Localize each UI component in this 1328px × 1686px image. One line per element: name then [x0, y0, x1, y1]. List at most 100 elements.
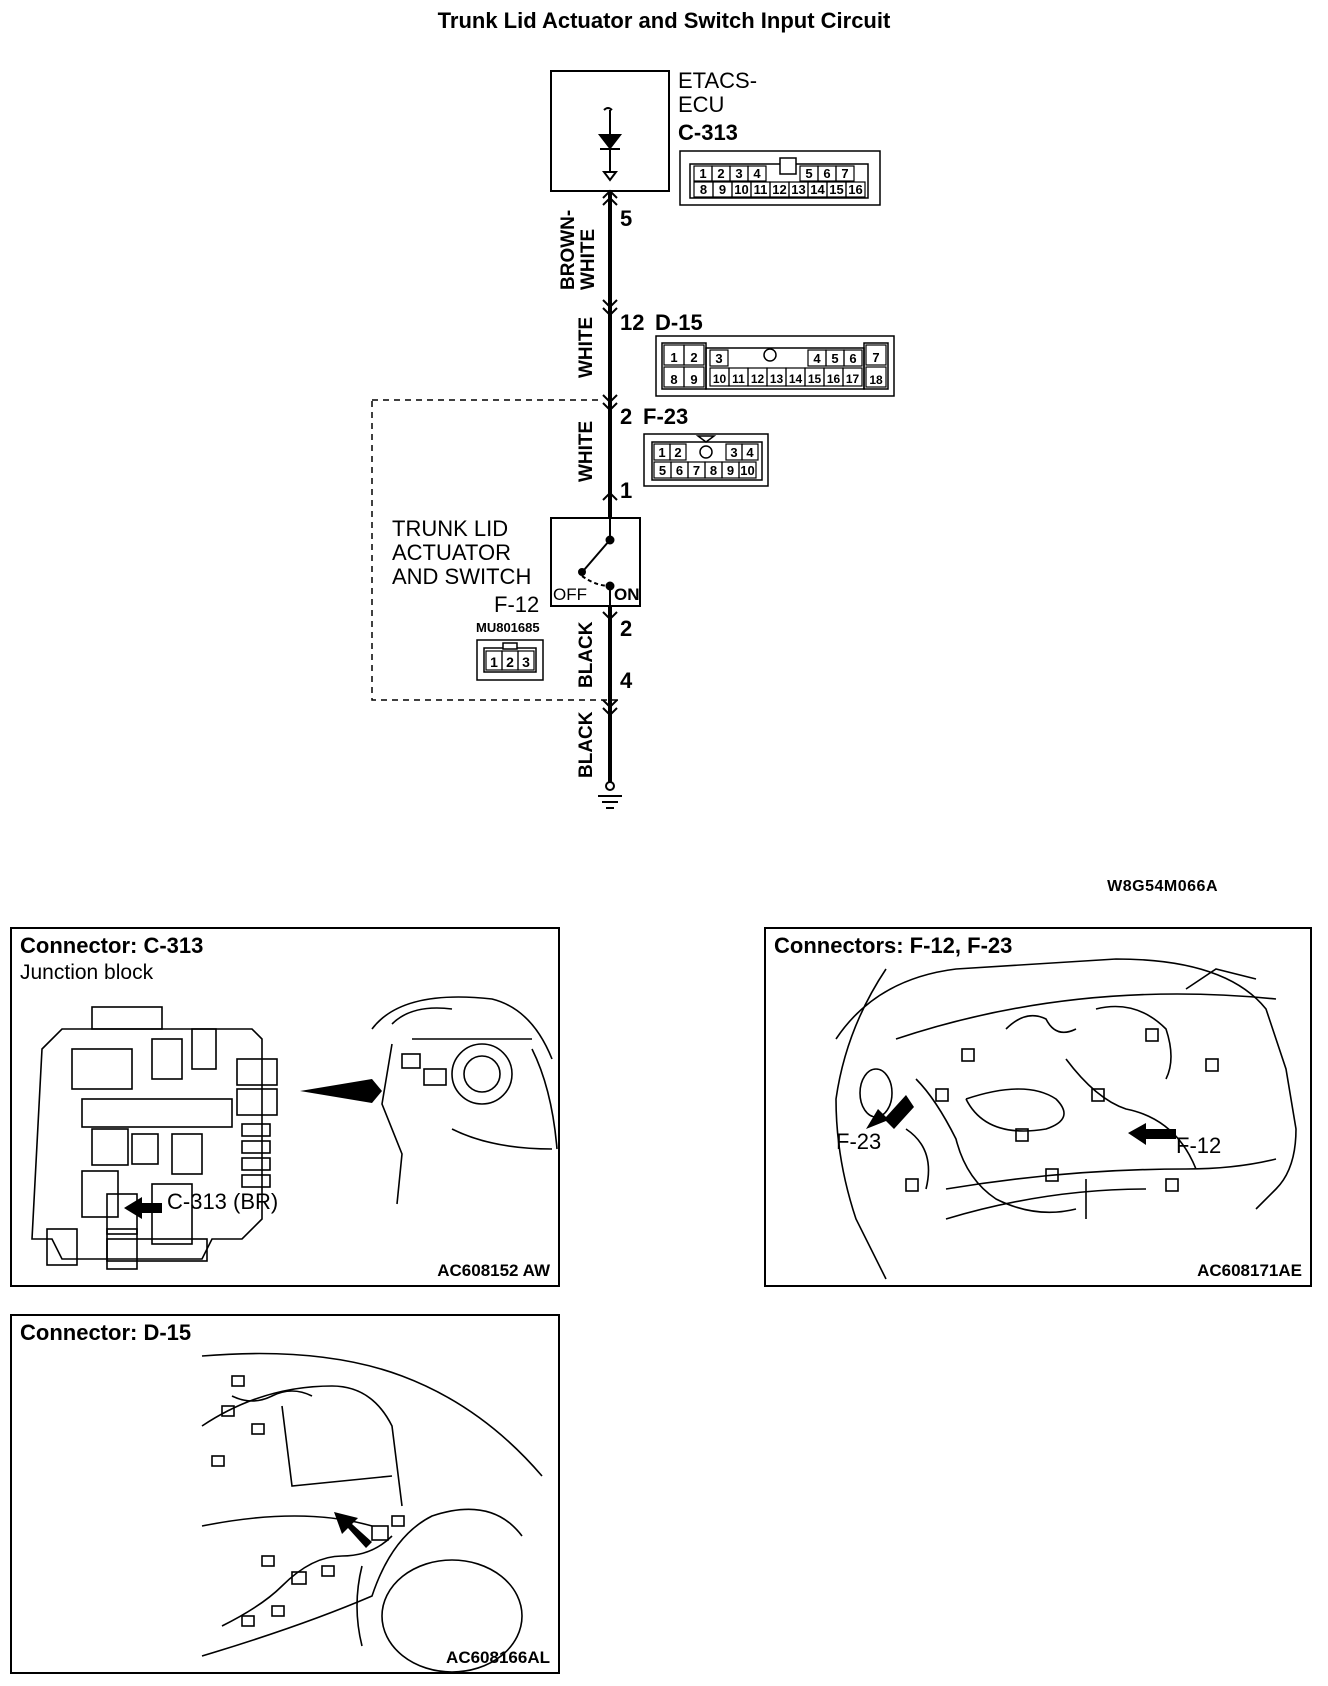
f12-connector-id: F-12	[494, 592, 539, 617]
pin-number: 2	[674, 445, 681, 460]
pin-number: 13	[770, 372, 784, 386]
pin-cell	[845, 181, 866, 198]
connector-markers	[602, 189, 618, 717]
pin-number: 6	[823, 166, 830, 181]
f23-callout-label: F-23	[836, 1129, 882, 1154]
pointer-arrow-icon	[300, 1079, 382, 1103]
switch-on-label: ON	[614, 585, 640, 604]
f12-part-number: MU801685	[476, 620, 540, 635]
pin-number: 2	[717, 166, 724, 181]
pin-number: 9	[727, 463, 734, 478]
c313-callout-label: C-313 (BR)	[167, 1189, 279, 1214]
pin-number: 15	[808, 372, 822, 386]
pin-cell	[865, 366, 887, 388]
switch-off-label: OFF	[553, 585, 587, 604]
pin-number: 8	[700, 182, 707, 197]
ground-icon	[598, 781, 622, 809]
pin-number: 9	[719, 182, 726, 197]
pin-number: 10	[713, 372, 727, 386]
f12-arrow-icon	[1128, 1123, 1176, 1145]
pin-number: 10	[740, 463, 754, 478]
pin-cell	[738, 461, 757, 479]
panel-f12-f23: Connectors: F-12, F-23	[764, 927, 1312, 1287]
pin-number: 18	[869, 373, 883, 387]
pin-number: 1	[670, 350, 677, 365]
ecu-connector-id: C-313	[678, 120, 738, 145]
switch-box	[550, 517, 641, 607]
diode-icon	[597, 107, 623, 182]
panel-d15-code: AC608166AL	[446, 1648, 550, 1667]
pin-number: 15	[829, 182, 843, 197]
page-title: Trunk Lid Actuator and Switch Input Circ…	[437, 8, 891, 33]
panel-d15-title: Connector: D-15	[20, 1320, 192, 1345]
pin-number: 5	[659, 463, 666, 478]
f23-arrow-icon	[866, 1095, 914, 1129]
f23-connector-id: F-23	[643, 404, 688, 429]
panel-c313-code: AC608152 AW	[437, 1261, 550, 1280]
switch-label-3: AND SWITCH	[392, 564, 531, 589]
pin-number: 7	[693, 463, 700, 478]
pin-number: 4	[813, 351, 821, 366]
pin-number: 11	[754, 182, 768, 197]
d15-connector-id: D-15	[655, 310, 703, 335]
pin-number: 8	[670, 372, 677, 387]
pin-number: 7	[841, 166, 848, 181]
panel-c313: Connector: C-313 Junction block	[10, 927, 560, 1287]
wire-color-4: BLACK	[576, 621, 597, 688]
pin-number: 10	[734, 182, 748, 197]
switch-label-2: ACTUATOR	[392, 540, 511, 565]
ecu-name-1: ETACS-	[678, 68, 757, 93]
panel-f12-f23-code: AC608171AE	[1197, 1261, 1302, 1280]
pin-number: 16	[827, 372, 841, 386]
wire-color-3: WHITE	[576, 421, 597, 482]
switch-label-1: TRUNK LID	[392, 516, 508, 541]
pin-number: 2	[690, 350, 697, 365]
pin-number: 3	[522, 654, 530, 670]
pin-number: 12	[751, 372, 765, 386]
pin-number: 5	[831, 351, 838, 366]
pin-number: 14	[789, 372, 803, 386]
junction-block-illustration	[31, 996, 558, 1270]
ground-terminal: 4	[620, 668, 633, 693]
pin-number: 9	[690, 372, 697, 387]
pin-number: 7	[872, 350, 879, 365]
pin-number: 4	[753, 166, 761, 181]
pin-number: 1	[490, 654, 498, 670]
ecu-terminal: 5	[620, 206, 632, 231]
body-harness-illustration	[201, 1352, 543, 1672]
ecu-name-2: ECU	[678, 92, 724, 117]
pin-cell	[835, 165, 855, 182]
pin-cell	[843, 349, 863, 367]
panel-d15: Connector: D-15 AC608166AL	[10, 1314, 560, 1674]
pin-number: 13	[791, 182, 805, 197]
wire-color-5: BLACK	[576, 711, 597, 778]
pin-cell	[741, 443, 759, 461]
wire-color-1b: WHITE	[578, 229, 599, 290]
pin-cell	[669, 443, 687, 461]
pin-number: 5	[805, 166, 812, 181]
pin-cell	[683, 344, 705, 366]
pin-cell	[683, 366, 705, 388]
pin-number: 2	[506, 654, 514, 670]
pin-number: 8	[710, 463, 717, 478]
pin-number: 11	[732, 372, 745, 386]
pin-number: 12	[772, 182, 786, 197]
panel-c313-subtitle: Junction block	[20, 961, 154, 984]
component-boundary	[371, 399, 618, 701]
pin-number: 1	[658, 445, 665, 460]
wire-color-1a: BROWN-	[558, 210, 579, 290]
f23-terminal-bottom: 1	[620, 478, 632, 503]
pin-number: 14	[810, 182, 825, 197]
pin-cell	[709, 349, 729, 367]
